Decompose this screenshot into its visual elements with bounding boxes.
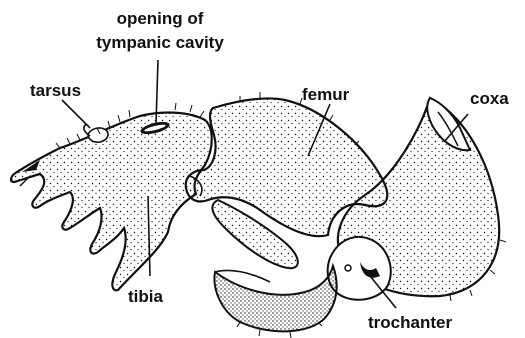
tibia-segment xyxy=(11,113,212,291)
label-femur: femur xyxy=(302,85,350,104)
label-opening-line2: tympanic cavity xyxy=(96,33,224,52)
label-trochanter: trochanter xyxy=(368,313,452,332)
label-opening-line1: opening of xyxy=(117,9,204,28)
leader-tarsus xyxy=(62,100,90,128)
label-tarsus: tarsus xyxy=(30,81,81,100)
label-coxa: coxa xyxy=(470,89,509,108)
label-tibia: tibia xyxy=(128,287,163,306)
